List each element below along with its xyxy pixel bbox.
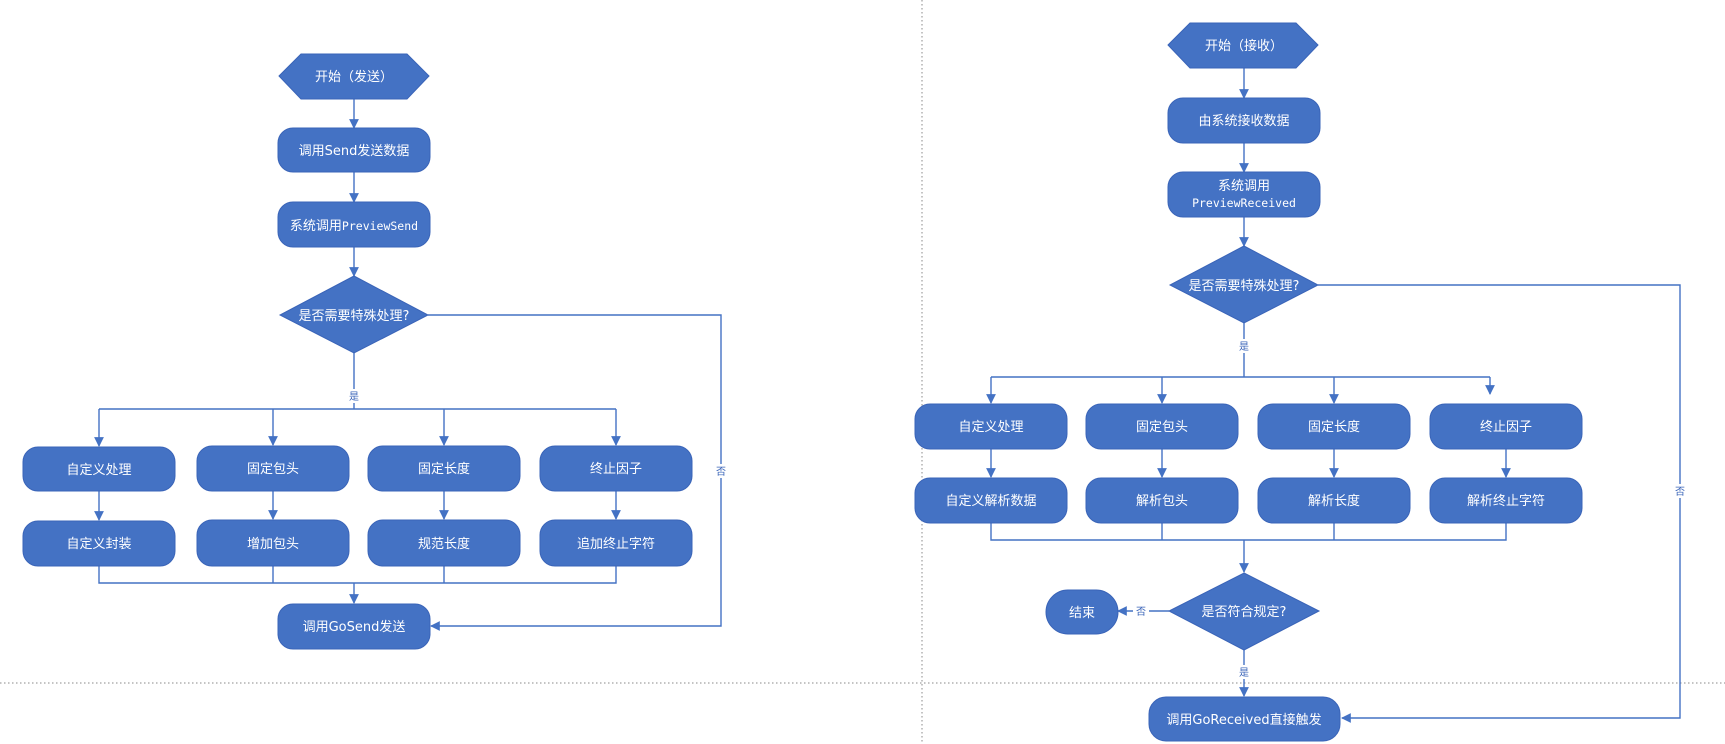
receive-branch-fixed-length-label: 固定长度 [1308, 419, 1360, 435]
receive-parse-header-node: 解析包头 [1085, 477, 1239, 524]
receive-start-label: 开始（接收） [1205, 38, 1283, 54]
preview-send-label: 系统调用PreviewSend [290, 219, 418, 234]
send-no-label: 否 [716, 466, 726, 478]
send-branch-fixed-length-label: 固定长度 [418, 461, 470, 477]
send-decision-node: 是否需要特殊处理? [278, 275, 430, 354]
receive-parse-length-node: 解析长度 [1257, 477, 1411, 524]
send-merge-bus [98, 566, 617, 584]
send-decision-label: 是否需要特殊处理? [299, 309, 410, 324]
go-received-label: 调用GoReceived直接触发 [1166, 712, 1321, 728]
preview-send-code: PreviewSend [342, 219, 418, 233]
receive-flow: 是 否 否 是 开始（接收） 由系统接收数据 系统调用 PreviewRecei… [914, 22, 1688, 742]
receive-end-node: 结束 [1045, 589, 1119, 635]
receive-check-yes-label-bg [1236, 665, 1252, 679]
receive-branch-terminator: 终止因子 [1429, 403, 1583, 450]
send-custom-encapsulate-node: 自定义封装 [22, 520, 176, 567]
send-branch-custom-label: 自定义处理 [66, 463, 131, 478]
receive-parse-length-label: 解析长度 [1308, 493, 1360, 509]
send-branch-terminator-label: 终止因子 [590, 461, 642, 477]
preview-received-node: 系统调用 PreviewReceived [1167, 171, 1321, 218]
receive-check-no-label-bg [1133, 604, 1149, 618]
send-custom-encapsulate-label: 自定义封装 [66, 537, 131, 552]
receive-check-label: 是否符合规定? [1202, 604, 1287, 620]
preview-send-prefix: 系统调用 [290, 219, 342, 234]
send-normalize-length-node: 规范长度 [367, 519, 521, 567]
send-append-terminator-node: 追加终止字符 [539, 519, 693, 567]
receive-branch-fixed-header-label: 固定包头 [1136, 420, 1188, 435]
send-branch-fixed-header: 固定包头 [196, 445, 350, 492]
go-send-label: 调用GoSend发送 [303, 619, 406, 635]
receive-yes-label: 是 [1239, 341, 1249, 353]
send-append-terminator-label: 追加终止字符 [577, 536, 655, 552]
preview-received-prefix: 系统调用 [1218, 179, 1270, 194]
receive-decision-label: 是否需要特殊处理? [1189, 279, 1300, 294]
receive-custom-parse-node: 自定义解析数据 [914, 477, 1068, 524]
send-branch-custom: 自定义处理 [22, 446, 176, 492]
receive-no-label-bg [1672, 484, 1688, 498]
receive-parse-terminator-label: 解析终止字符 [1467, 493, 1545, 509]
receive-end-label: 结束 [1069, 606, 1095, 621]
go-received-node: 调用GoReceived直接触发 [1148, 696, 1341, 742]
send-add-header-label: 增加包头 [247, 537, 299, 552]
receive-custom-parse-label: 自定义解析数据 [945, 494, 1036, 509]
receive-merge-bus [990, 523, 1507, 541]
receive-check-yes-label: 是 [1239, 667, 1249, 679]
receive-parse-terminator-node: 解析终止字符 [1429, 477, 1583, 524]
go-send-node: 调用GoSend发送 [277, 603, 431, 650]
call-send-node: 调用Send发送数据 [277, 127, 431, 173]
receive-branch-custom: 自定义处理 [914, 403, 1068, 450]
receive-decision-node: 是否需要特殊处理? [1168, 245, 1320, 324]
receive-branch-fixed-header: 固定包头 [1085, 403, 1239, 450]
send-start-node: 开始（发送） [278, 53, 430, 100]
send-branch-terminator: 终止因子 [539, 445, 693, 492]
send-normalize-length-label: 规范长度 [418, 536, 470, 552]
receive-branch-custom-label: 自定义处理 [958, 420, 1023, 435]
call-send-label: 调用Send发送数据 [299, 143, 410, 159]
receive-yes-label-bg [1236, 339, 1252, 353]
receive-start-node: 开始（接收） [1167, 22, 1319, 69]
send-branch-fixed-length: 固定长度 [367, 445, 521, 492]
preview-send-node: 系统调用PreviewSend [277, 201, 431, 248]
send-start-label: 开始（发送） [315, 69, 393, 85]
receive-no-connector [1318, 284, 1681, 723]
send-yes-label-bg [346, 389, 362, 403]
receive-check-node: 是否符合规定? [1167, 572, 1321, 651]
send-yes-label: 是 [349, 391, 359, 403]
preview-received-code: PreviewReceived [1192, 196, 1296, 210]
system-receive-label: 由系统接收数据 [1198, 113, 1289, 129]
send-add-header-node: 增加包头 [196, 519, 350, 567]
receive-branch-fixed-length: 固定长度 [1257, 403, 1411, 450]
receive-parse-header-label: 解析包头 [1136, 494, 1188, 509]
system-receive-node: 由系统接收数据 [1167, 97, 1321, 144]
receive-branch-terminator-label: 终止因子 [1480, 419, 1532, 435]
receive-no-label: 否 [1675, 486, 1685, 498]
send-flow: 是 否 开始（发送） 调用Send发送数据 系统调用PreviewSend 是否… [22, 53, 729, 650]
send-no-label-bg [713, 464, 729, 478]
send-branch-fixed-header-label: 固定包头 [247, 462, 299, 477]
receive-check-no-label: 否 [1136, 606, 1146, 618]
